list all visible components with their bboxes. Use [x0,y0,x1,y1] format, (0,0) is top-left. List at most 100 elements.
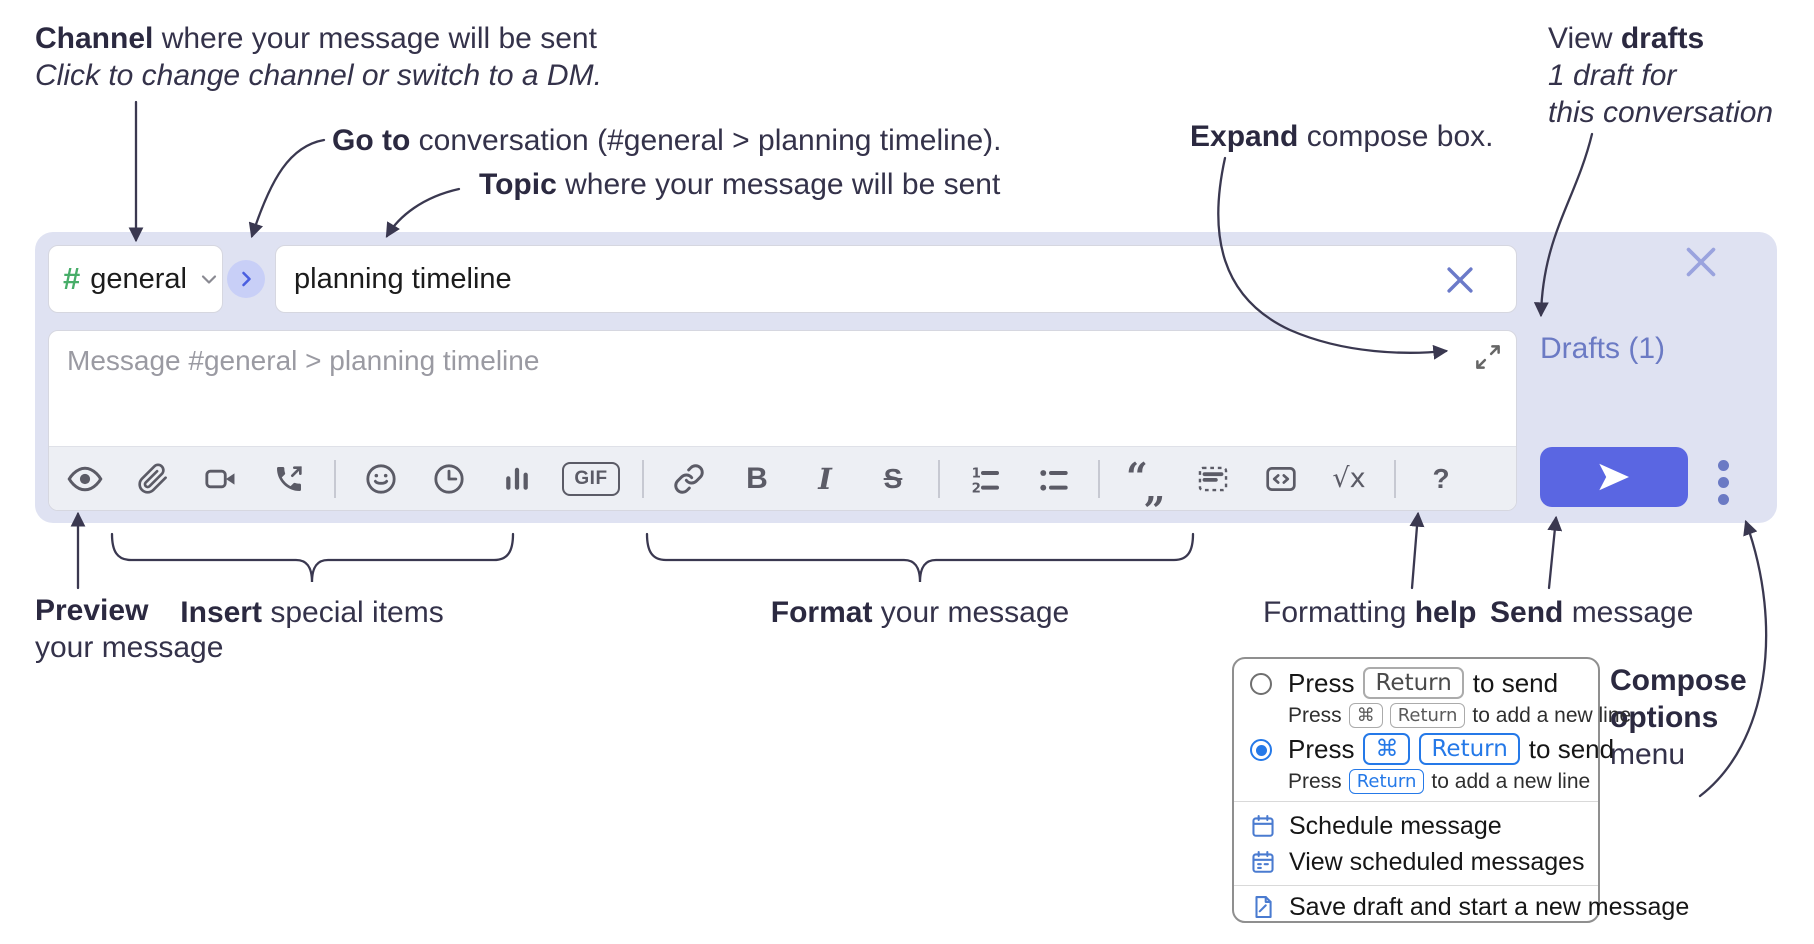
annotation-insert: Insert special items [180,596,444,629]
code-button[interactable] [1258,456,1304,502]
italic-button[interactable]: I [802,456,848,502]
preview-button[interactable] [62,456,108,502]
chevron-down-icon [197,267,221,291]
annotation-format: Format your message [770,596,1070,629]
link-button[interactable] [666,456,712,502]
annotation-preview: Preview your message [35,594,224,664]
annotation-goto: Go to conversation (#general > planning … [332,124,1002,157]
compose-box: # general [35,232,1777,523]
topic-input[interactable] [292,246,1446,312]
quote-button[interactable]: “ „ [1122,453,1168,507]
quote-icon: “ [1126,453,1148,499]
annotation-channel: Channel where your message will be sent … [35,20,602,94]
close-compose-button[interactable] [1685,246,1717,278]
compose-toolbar: GIF B I S [49,446,1516,510]
italic-icon: I [818,461,832,496]
draft-document-icon [1250,894,1276,920]
arrow-goto [248,138,326,239]
chevron-right-icon [234,267,258,291]
math-icon: √x [1332,463,1366,494]
math-button[interactable]: √x [1326,456,1372,502]
menu-item-view-scheduled[interactable]: View scheduled messages [1250,845,1588,879]
toolbar-divider [1394,459,1396,498]
smiley-icon [364,462,398,496]
emoji-button[interactable] [358,456,404,502]
menu-item-save-draft[interactable]: Save draft and start a new message [1250,891,1689,923]
bold-button[interactable]: B [734,456,780,502]
compose-options-menu: Press Return to send Press ⌘ Return to a… [1232,657,1689,923]
poll-button[interactable] [494,456,540,502]
bar-chart-icon [501,463,533,495]
menu-divider [1234,885,1598,886]
link-icon [673,463,705,495]
radio-cmd-return-to-send[interactable] [1250,739,1272,761]
paperclip-icon [137,463,169,495]
send-button[interactable] [1540,447,1688,507]
eye-icon [67,461,103,497]
option-return-to-send[interactable]: Press Return to send [1288,667,1559,699]
annotation-help: Formatting help [1263,596,1477,629]
ellipsis-icon [1717,459,1729,471]
return-key: Return [1419,733,1520,765]
numbered-list-button[interactable]: 1 2 [962,456,1008,502]
numbered-list-icon: 1 2 [969,463,1001,495]
channel-selector[interactable]: # general [48,245,223,313]
gif-icon: GIF [562,461,620,496]
message-area: GIF B I S [48,330,1517,511]
annotation-channel-bold: Channel [35,22,154,55]
return-key: Return [1363,667,1464,699]
expand-compose-button[interactable] [1473,342,1503,372]
expand-icon [1473,342,1503,372]
annotation-send: Send message [1490,596,1694,629]
strikethrough-button[interactable]: S [870,456,916,502]
arrow-topic [385,187,461,238]
annotation-channel-sub: Click to change channel or switch to a D… [35,59,602,92]
message-input[interactable] [65,343,1449,439]
time-button[interactable] [426,456,472,502]
calendar-icon [1250,813,1276,839]
spoiler-button[interactable] [1190,456,1236,502]
arrow-send [1547,515,1563,590]
gif-button[interactable]: GIF [562,456,620,502]
cmd-key: ⌘ [1363,733,1411,765]
bulleted-list-icon [1037,463,1069,495]
option-cmd-return-subtext: Press Return to add a new line [1288,769,1591,794]
video-call-button[interactable] [198,456,244,502]
go-to-conversation-button[interactable] [227,260,265,298]
annotation-view-drafts: View drafts 1 draft for this conversatio… [1548,22,1774,129]
close-icon [1685,246,1717,278]
topic-field [275,245,1517,313]
drafts-link[interactable]: Drafts (1) [1540,332,1666,365]
toolbar-divider [938,459,940,498]
calendar-icon [1250,849,1276,875]
spoiler-icon [1196,462,1230,496]
formatting-help-button[interactable]: ? [1418,456,1464,502]
bulleted-list-button[interactable] [1030,456,1076,502]
option-cmd-return-to-send[interactable]: Press ⌘ Return to send [1288,733,1615,765]
video-camera-icon [204,462,238,496]
annotation-topic: Topic where your message will be sent [479,168,1001,201]
clear-topic-button[interactable] [1446,266,1474,294]
menu-item-schedule-message[interactable]: Schedule message [1250,809,1588,843]
send-icon [1596,459,1632,495]
svg-text:1: 1 [972,466,981,481]
compose-options-button[interactable] [1711,456,1735,508]
brace-insert [110,532,515,583]
svg-text:2: 2 [972,481,981,495]
annotation-expand: Expand compose box. [1190,120,1494,153]
annotation-channel-rest: where your message will be sent [153,22,597,55]
menu-divider [1234,801,1598,802]
hash-icon: # [63,261,81,296]
bold-icon: B [746,461,768,495]
clock-icon [432,462,466,496]
code-icon [1264,462,1298,496]
voice-call-button[interactable] [266,456,312,502]
question-mark-icon: ? [1432,462,1450,494]
brace-format [645,532,1195,583]
toolbar-divider [1098,459,1100,498]
return-key: Return [1348,769,1425,794]
radio-return-to-send[interactable] [1250,673,1272,695]
toolbar-divider [334,459,336,498]
attach-file-button[interactable] [130,456,176,502]
